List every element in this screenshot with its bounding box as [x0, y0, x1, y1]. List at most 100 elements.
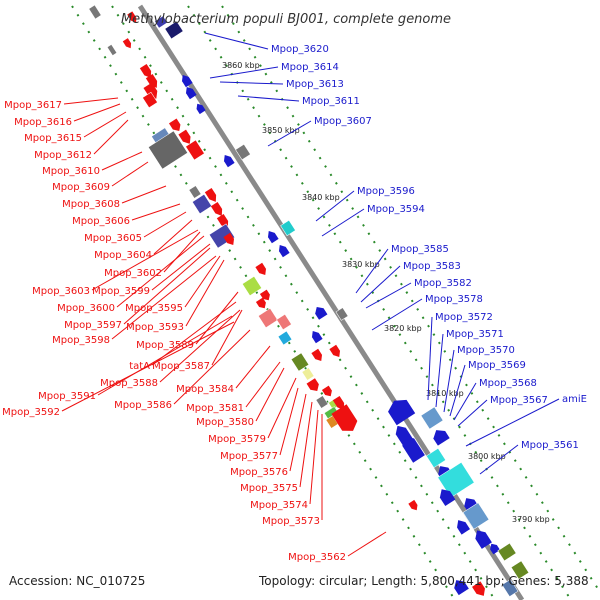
blue-label-leader [443, 349, 455, 413]
gene-feature [185, 86, 197, 100]
forward-gene-arrow [145, 73, 158, 88]
forward-gene-arrow [143, 82, 158, 99]
forward-gene-arrow [331, 404, 358, 431]
gene-feature [139, 63, 152, 78]
blue-label-leader [321, 208, 365, 237]
gene-feature [335, 307, 349, 321]
gene-feature [311, 330, 323, 344]
forward-gene-label: Mpop_3576 [230, 467, 288, 478]
gene-feature [315, 395, 329, 409]
forward-gene-label: Mpop_3603 [32, 286, 90, 297]
gene-feature [301, 367, 315, 381]
reverse-gene-label: Mpop_3569 [468, 360, 526, 371]
forward-gene-arrow [204, 187, 217, 202]
gene-block [185, 139, 205, 161]
gene-block [142, 91, 158, 109]
reverse-gene-label: Mpop_3607 [314, 116, 372, 127]
reverse-gene-label: Mpop_3568 [479, 378, 537, 389]
forward-gene-label: Mpop_3575 [240, 483, 298, 494]
forward-gene-label: Mpop_3573 [262, 516, 320, 527]
gene-labels: Mpop_3620Mpop_3614Mpop_3613Mpop_3611Mpop… [2, 44, 587, 563]
forward-gene-label: Mpop_3595 [125, 303, 183, 314]
forward-gene-arrow [472, 581, 485, 596]
reverse-gene-arrow [439, 489, 456, 506]
gene-feature [402, 437, 425, 463]
forward-gene-label: Mpop_3617 [4, 100, 62, 111]
blue-label-leader [453, 382, 477, 421]
red-label-leader [151, 243, 211, 291]
gene-block [148, 130, 188, 170]
gene-feature [127, 11, 137, 24]
gene-feature [223, 154, 235, 168]
reverse-gene-arrow [402, 437, 425, 463]
red-label-leader [111, 161, 149, 187]
forward-gene-label: Mpop_3602 [104, 268, 162, 279]
gene-block [88, 4, 102, 20]
forward-gene-arrow [332, 395, 345, 410]
gene-feature [168, 118, 181, 132]
gene-feature [267, 230, 279, 244]
gene-feature [433, 430, 450, 446]
forward-gene-arrow [408, 499, 418, 511]
reverse-gene-arrow [457, 520, 470, 535]
reverse-gene-label: Mpop_3613 [286, 79, 344, 90]
reverse-gene-arrow [490, 543, 501, 555]
gene-feature [255, 262, 267, 276]
gene-feature [277, 330, 293, 346]
gene-feature [306, 378, 319, 392]
gene-feature [388, 399, 416, 426]
forward-gene-label: Mpop_3608 [62, 199, 120, 210]
forward-gene-label: Mpop_3588 [100, 378, 158, 389]
gene-feature [143, 82, 158, 99]
red-label-leader [97, 315, 233, 396]
forward-gene-arrow [255, 262, 267, 276]
forward-gene-label: Mpop_3586 [114, 400, 172, 411]
gene-feature [329, 344, 341, 358]
red-label-leader [235, 345, 271, 389]
reverse-gene-arrow [185, 86, 197, 100]
tick-label: 3800 kbp [468, 452, 506, 461]
gene-feature [510, 560, 530, 580]
red-label-leader [289, 393, 307, 472]
red-label-leader [211, 309, 243, 366]
gene-feature [88, 4, 102, 20]
gene-feature [437, 461, 475, 499]
red-label-leader [159, 309, 241, 383]
gene-block [510, 560, 530, 580]
gene-feature [178, 129, 191, 144]
tick-label: 3820 kbp [384, 324, 422, 333]
forward-gene-label: Mpop_3610 [42, 166, 100, 177]
red-label-leader [116, 235, 205, 308]
forward-gene-label: Mpop_3574 [250, 500, 308, 511]
red-label-leader [121, 185, 167, 204]
gene-feature [425, 447, 447, 469]
forward-gene-label: Mpop_3598 [52, 335, 110, 346]
blue-label-leader [237, 95, 300, 102]
red-label-leader [93, 119, 129, 155]
gene-feature [208, 223, 236, 249]
blue-label-leader [204, 32, 269, 50]
red-label-leader [111, 255, 217, 340]
reverse-gene-label: Mpop_3567 [490, 395, 548, 406]
red-label-leader [131, 203, 181, 221]
forward-gene-arrow [306, 378, 319, 392]
red-label-leader [255, 367, 285, 422]
forward-gene-arrow [255, 297, 266, 309]
gene-feature [181, 74, 193, 88]
tick-label: 3790 kbp [512, 515, 550, 524]
gene-feature [204, 187, 217, 202]
blue-label-leader [209, 66, 279, 79]
forward-gene-arrow [321, 385, 332, 397]
reverse-gene-arrow [433, 430, 450, 446]
label-leaders [61, 32, 560, 557]
gene-block [290, 352, 310, 372]
forward-gene-label: Mpop_3606 [72, 216, 130, 227]
forward-gene-label: Mpop_3577 [220, 451, 278, 462]
forward-gene-label: Mpop_3579 [208, 434, 266, 445]
gene-block [437, 461, 475, 499]
forward-gene-label: Mpop_3612 [34, 150, 92, 161]
gene-feature [185, 139, 205, 161]
gene-feature [454, 580, 469, 596]
reverse-gene-label: Mpop_3570 [457, 345, 515, 356]
